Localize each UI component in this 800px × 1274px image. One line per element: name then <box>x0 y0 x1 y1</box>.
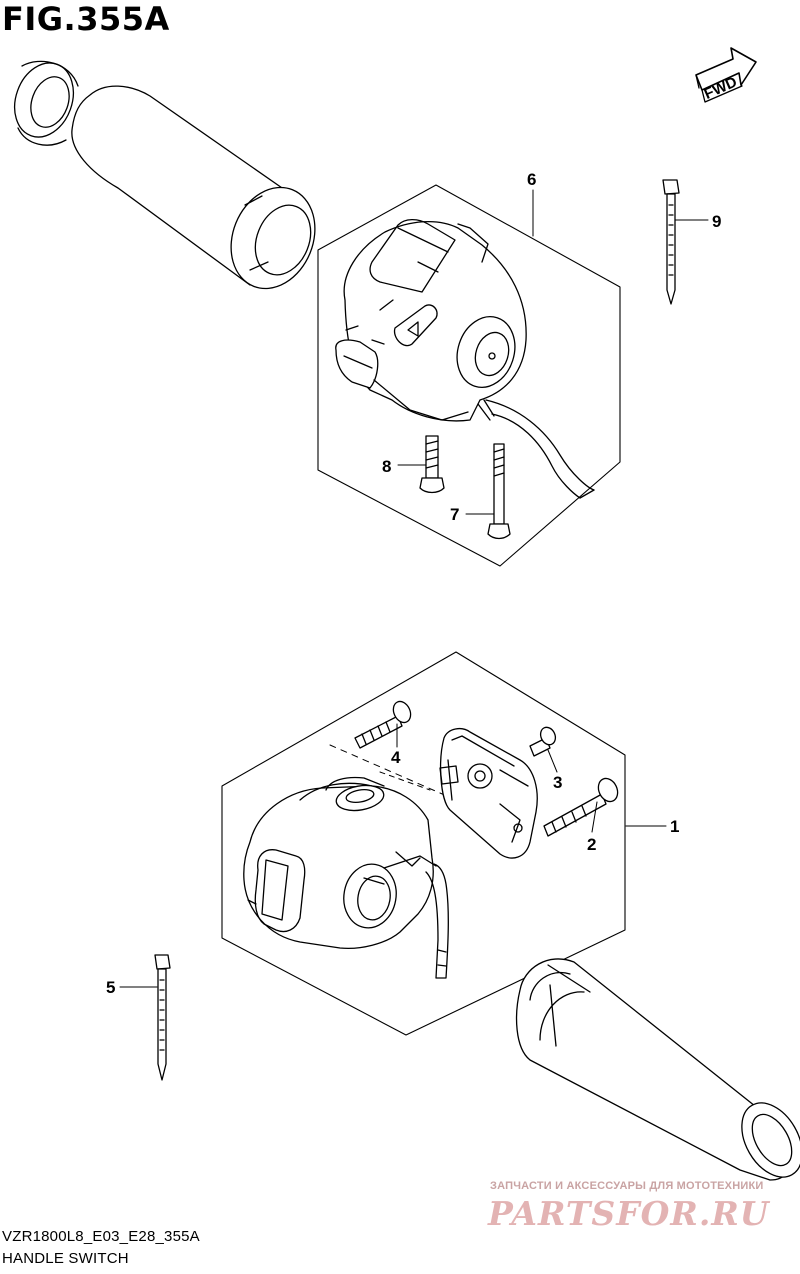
left-handle-switch-housing <box>335 218 527 422</box>
diagram-code: VZR1800L8_E03_E28_355A <box>2 1228 200 1245</box>
lower-assembly-frame <box>221 651 626 1036</box>
callout-5: 5 <box>106 978 115 997</box>
left-handlebar-grip <box>71 85 316 290</box>
callout-3: 3 <box>553 773 562 792</box>
callout-2: 2 <box>587 835 596 854</box>
screw-7 <box>487 443 511 540</box>
callout-4: 4 <box>391 748 401 767</box>
watermark-tagline: ЗАПЧАСТИ И АКСЕССУАРЫ ДЛЯ МОТОТЕХНИКИ <box>490 1180 764 1192</box>
screw-2 <box>543 777 619 837</box>
upper-assembly-frame <box>317 184 621 567</box>
diagram-name: HANDLE SWITCH <box>2 1250 129 1267</box>
figure-title: FIG.355A <box>2 0 170 38</box>
throttle-grip <box>515 958 800 1181</box>
watermark-logo: PARTSFOR.RU <box>488 1194 770 1233</box>
callout-7: 7 <box>450 505 459 524</box>
screw-3 <box>529 726 557 757</box>
screw-8 <box>419 435 445 494</box>
right-switch-wiring <box>425 863 449 979</box>
fwd-arrow-icon <box>695 47 757 103</box>
callout-8: 8 <box>382 457 391 476</box>
callout-1: 1 <box>670 817 679 836</box>
grip-end-cap <box>14 60 79 146</box>
callout-6: 6 <box>527 170 536 189</box>
cable-tie-9 <box>662 179 680 305</box>
screw-4 <box>354 700 412 749</box>
cable-tie-5 <box>154 954 171 1081</box>
callout-leader-lines <box>119 189 709 988</box>
switch-clamp-bracket <box>439 727 538 859</box>
right-handle-switch-housing <box>243 776 437 950</box>
callout-9: 9 <box>712 212 721 231</box>
switch-wiring-harness <box>477 399 595 499</box>
